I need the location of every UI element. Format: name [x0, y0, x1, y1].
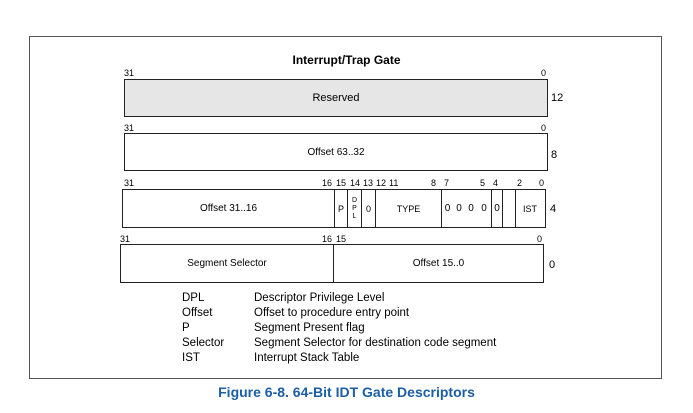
legend-term: P [182, 322, 190, 334]
dpl-letter-p: P [352, 204, 357, 212]
bit-label-0: 0 [539, 178, 545, 188]
dpl-letter-d: D [351, 196, 358, 204]
reserved-row: Reserved [124, 79, 548, 117]
ist-field: IST [522, 203, 537, 214]
byte-offset-8: 8 [551, 149, 558, 161]
type-field: TYPE [375, 190, 441, 227]
bit-label-16: 16 [322, 178, 333, 188]
zero-bit: 0 [456, 203, 462, 214]
legend-description: Segment Present flag [254, 322, 365, 334]
bit-label-13: 13 [363, 178, 374, 188]
offset-63-32-field: Offset 63..32 [307, 146, 365, 158]
zero-bit: 0 [441, 190, 453, 227]
ist-divider [515, 190, 516, 227]
legend-term: DPL [182, 292, 205, 304]
byte-offset-4: 4 [550, 203, 557, 215]
legend-row: Offset Offset to procedure entry point [182, 306, 496, 321]
legend-description: Interrupt Stack Table [254, 352, 360, 364]
zero-bit: 0 [481, 203, 487, 214]
legend-description: Offset to procedure entry point [254, 307, 410, 319]
bit-label-7: 7 [444, 178, 450, 188]
bit-label-15: 15 [336, 178, 347, 188]
bit-label-31: 31 [120, 234, 131, 244]
bit-label-0: 0 [537, 234, 543, 244]
bit-label-0: 0 [541, 68, 547, 78]
reserved-zero-bit: 0 [361, 190, 375, 227]
bit-label-12: 12 [376, 178, 387, 188]
reserved-field: Reserved [312, 92, 360, 104]
legend-term: IST [182, 352, 200, 364]
gate-attributes-row: Offset 31..16 P D P L 0 TYPE 0 0 0 0 0 I… [122, 189, 546, 228]
bit-label-31: 31 [124, 123, 135, 133]
zero-bit: 0 [468, 203, 474, 214]
legend-term: Offset [182, 307, 213, 319]
bit-label-14: 14 [350, 178, 361, 188]
legend-term: Selector [182, 337, 225, 349]
bit-label-0: 0 [541, 123, 547, 133]
bit-label-15: 15 [336, 234, 347, 244]
offset-31-16-field: Offset 31..16 [199, 203, 258, 214]
dpl-letter-l: L [352, 212, 357, 220]
legend-description: Segment Selector for destination code se… [254, 337, 497, 349]
bit-label-31: 31 [124, 178, 135, 188]
present-flag-field: P [334, 190, 347, 227]
legend-row: DPL Descriptor Privilege Level [182, 291, 496, 306]
offset-high-row: Offset 63..32 [124, 133, 548, 171]
selector-row: Segment Selector Offset 15..0 [120, 244, 544, 283]
bit-label-4: 4 [493, 178, 499, 188]
byte-offset-0: 0 [549, 259, 556, 271]
segment-selector-field: Segment Selector [187, 258, 267, 269]
byte-offset-12: 12 [551, 92, 564, 104]
legend-description: Descriptor Privilege Level [254, 292, 385, 304]
diagram-title: Interrupt/Trap Gate [292, 53, 401, 67]
zero-bit: 0 [491, 190, 503, 227]
dpl-field: D P L [347, 190, 361, 227]
bit-label-2: 2 [517, 178, 523, 188]
bit-label-5: 5 [480, 178, 486, 188]
bit-label-11: 11 [389, 178, 399, 188]
bit-label-16: 16 [322, 234, 333, 244]
bit-label-31: 31 [124, 68, 135, 78]
figure-caption: Figure 6-8. 64-Bit IDT Gate Descriptors [218, 384, 475, 400]
bit-label-8: 8 [431, 178, 437, 188]
figure-frame [29, 36, 662, 379]
offset-15-0-field: Offset 15..0 [333, 245, 543, 282]
legend-row: IST Interrupt Stack Table [182, 351, 496, 366]
legend-row: P Segment Present flag [182, 321, 496, 336]
legend: DPL Descriptor Privilege Level Offset Of… [182, 291, 496, 366]
legend-row: Selector Segment Selector for destinatio… [182, 336, 496, 351]
